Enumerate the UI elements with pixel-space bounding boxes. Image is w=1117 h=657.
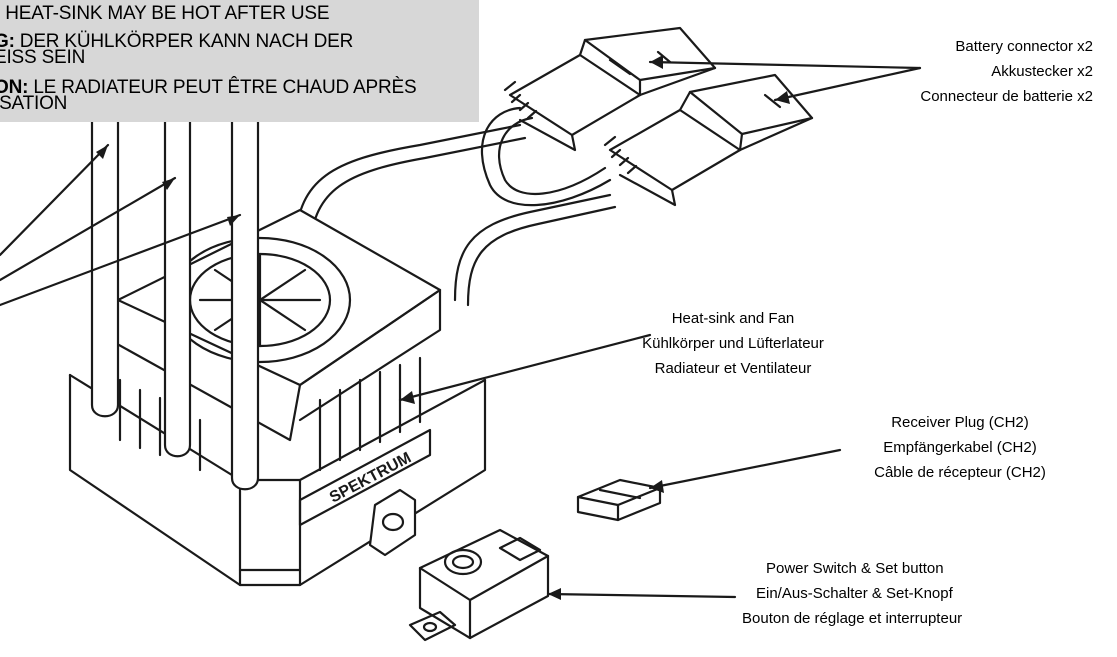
- leader-lines: [0, 60, 922, 599]
- warning-de: G: DER KÜHLKÖRPER KANN NACH DER: [0, 31, 354, 52]
- warning-fr: ON: LE RADIATEUR PEUT ÊTRE CHAUD APRÈS: [0, 77, 417, 98]
- warning-box: : HEAT-SINK MAY BE HOT AFTER USE G: DER …: [0, 0, 479, 122]
- label-power-switch: Power Switch & Set button Ein/Aus-Schalt…: [742, 560, 963, 627]
- warning-fr-2: ISATION: [0, 93, 68, 114]
- label-heatsink-fan: Heat-sink and Fan Kühlkörper und Lüfterl…: [642, 310, 824, 377]
- receiver-plug-icon: [576, 478, 662, 522]
- esc-body-illustration: [68, 208, 487, 587]
- battery-connector-icon-2: [603, 73, 814, 207]
- battery-connector-icon: [503, 26, 717, 152]
- label-battery-connector: Battery connector x2 Akkustecker x2 Conn…: [920, 38, 1093, 105]
- warning-en: : HEAT-SINK MAY BE HOT AFTER USE: [0, 3, 330, 24]
- label-receiver-plug: Receiver Plug (CH2) Empfängerkabel (CH2)…: [874, 414, 1046, 481]
- arrowheads: [96, 55, 790, 600]
- warning-de-2: EISS SEIN: [0, 47, 86, 68]
- power-switch-icon: [408, 528, 550, 642]
- motor-wires: [90, 120, 260, 491]
